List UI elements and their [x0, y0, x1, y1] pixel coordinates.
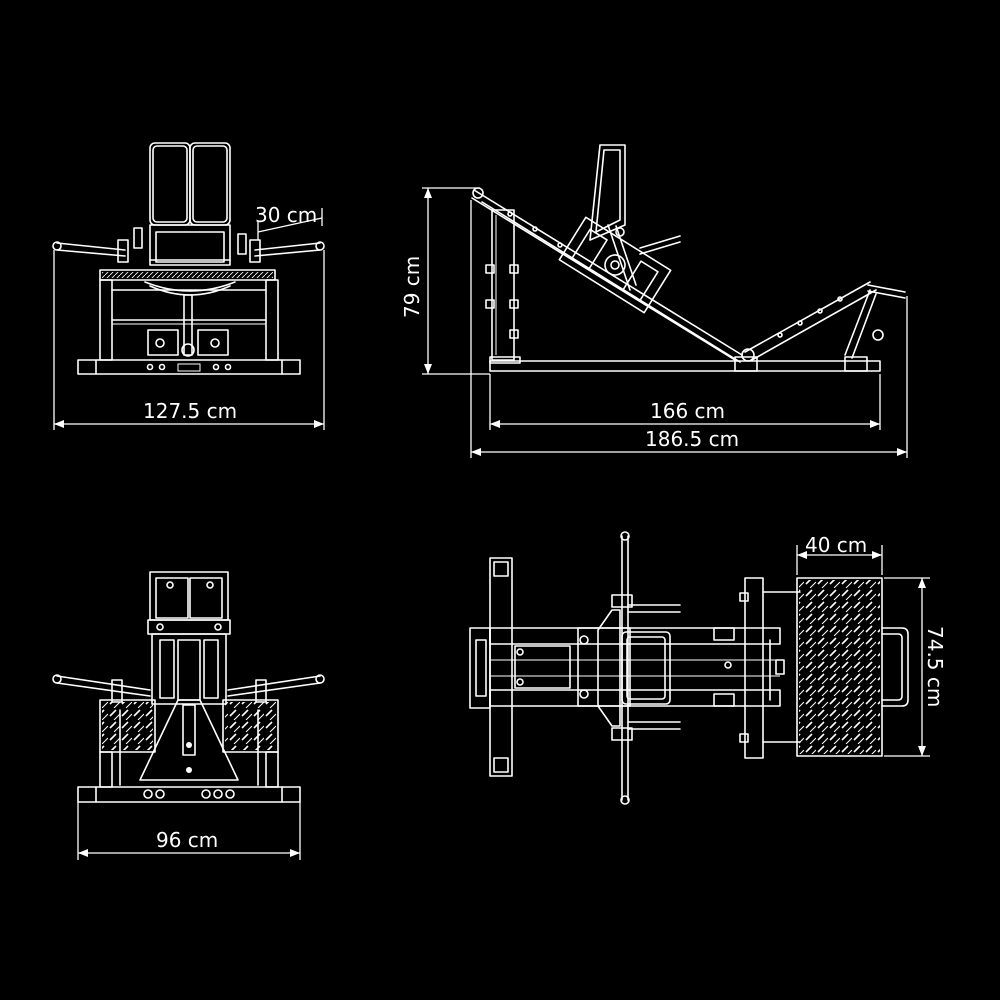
platform-width-label: 74.5 cm	[923, 626, 947, 707]
rear-view: 96 cm	[52, 571, 325, 860]
rear-width-label: 96 cm	[156, 828, 218, 852]
handle-dimension-label: 30 cm	[255, 203, 317, 227]
side-height-label: 79 cm	[400, 256, 424, 318]
side-view: 79 cm 166 cm 186.5 cm	[400, 144, 908, 458]
side-total-length-label: 186.5 cm	[645, 427, 739, 451]
front-width-label: 127.5 cm	[143, 399, 237, 423]
platform-depth-label: 40 cm	[805, 533, 867, 557]
front-view: 30 cm 127.5 cm	[52, 142, 325, 430]
side-base-length-label: 166 cm	[650, 399, 725, 423]
top-view: 40 cm 74.5 cm	[469, 531, 947, 805]
